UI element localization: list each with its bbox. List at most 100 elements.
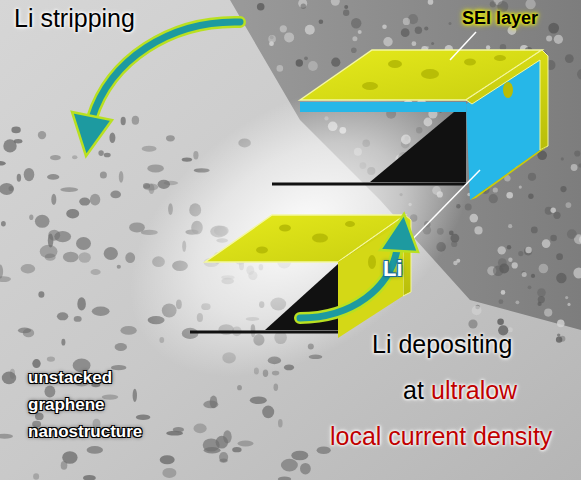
callout-label: SEI layer [462,8,538,29]
sem-pore [17,174,21,182]
sem-grain [560,186,566,192]
sem-pore [142,146,157,152]
sem-pore [45,254,56,261]
sei-bump [362,82,378,90]
sem-pore [110,191,121,199]
sem-grain [531,227,538,234]
sem-pore [117,265,121,269]
sem-pore [237,441,253,447]
sem-grain [499,299,504,304]
sem-pore [90,194,100,206]
sem-grain [542,239,551,248]
sem-grain [401,28,410,37]
sem-pore [47,356,55,361]
stripping-arrow [72,22,240,156]
sem-grain [528,285,532,289]
sem-pore [274,384,279,391]
sem-pore [32,359,40,368]
sem-pore [104,247,118,260]
sem-grain [424,26,428,30]
sem-pore [317,446,331,454]
sem-pore [291,451,308,461]
sei-bump [388,60,402,68]
sem-grain [501,290,506,295]
process-label: Li stripping [14,4,135,33]
sem-grain [557,333,560,336]
sem-pore [143,184,158,191]
sem-grain [351,18,361,28]
leader-line [450,32,476,60]
sem-grain [548,23,559,34]
sem-grain [308,61,318,71]
sem-grain [412,41,417,46]
sem-grain [403,18,410,25]
sem-grain [524,247,532,255]
sem-pore [14,139,23,143]
sem-pore [9,186,14,191]
sem-pore [132,116,139,125]
sem-pore [193,151,198,159]
sem-pore [278,419,283,427]
sem-pore [203,401,218,409]
sem-grain [578,163,581,167]
sei-bump [494,55,506,61]
sem-grain [358,30,362,34]
sem-grain [428,0,434,5]
arrow-head [72,112,112,156]
sem-pore [109,133,115,144]
sem-pore [72,155,77,159]
highlight-label: local current density [330,422,552,451]
sem-grain [525,0,535,9]
sei-bump [503,82,513,98]
sem-grain [531,274,535,278]
sem-pore [50,155,61,160]
sem-grain [351,48,357,54]
sem-grain [331,58,340,67]
sem-grain [567,303,570,306]
sem-grain [518,251,523,256]
sem-grain [506,192,513,199]
sem-grain [550,235,557,242]
sem-pore [0,434,13,439]
sem-pore [111,365,126,370]
sem-grain [528,194,533,199]
sem-grain [577,69,581,80]
sem-pore [92,307,110,316]
sem-grain [344,5,348,9]
sem-pore [136,414,151,420]
sem-pore [76,237,91,250]
sem-grain [553,212,560,219]
sem-pore [79,198,90,206]
sem-grain [474,226,482,234]
sem-pore [194,424,207,434]
sem-grain [565,54,574,63]
sem-grain [522,272,527,277]
sem-grain [451,241,457,247]
sem-grain [528,173,536,181]
sem-pore [98,150,103,156]
sem-grain [331,0,340,6]
sem-grain [319,19,324,24]
graphene-edge [272,183,466,186]
sem-grain [305,25,315,35]
sei-bump [368,255,376,269]
graphene-edge [190,331,338,334]
sem-grain [268,35,276,43]
sem-pore [119,171,124,183]
sem-grain [277,65,284,72]
sem-pore [57,312,68,320]
sem-pore [35,215,50,228]
sem-grain [573,268,581,279]
sem-grain [537,288,546,297]
depositing-arrow [300,214,418,318]
sem-pore [24,168,35,181]
sem-pore [74,316,82,322]
sem-grain [525,247,531,253]
sei-bump [421,69,439,79]
sei-bump [256,247,268,254]
sei-bump [312,234,328,243]
sem-pore [300,463,311,475]
sem-grain [566,202,572,208]
sem-pore [54,231,71,242]
